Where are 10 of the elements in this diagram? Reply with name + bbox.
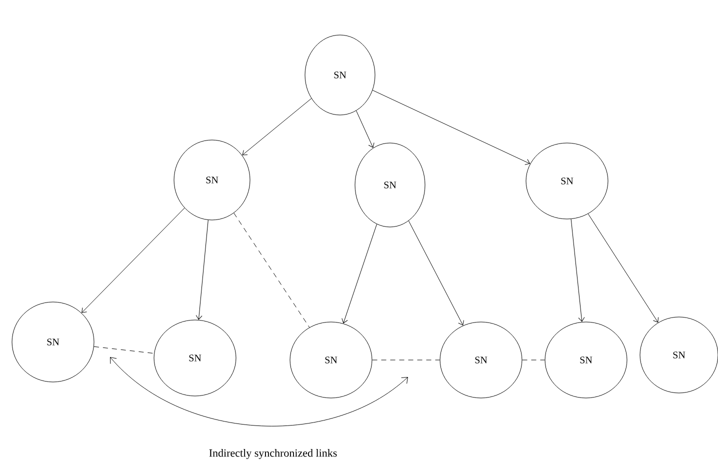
arrow: [196, 220, 208, 320]
arrow: [82, 208, 185, 313]
caption-text: Indirectly synchronized links: [209, 449, 337, 459]
arrow: [356, 110, 374, 148]
arrow: [342, 224, 378, 324]
arrow: [588, 214, 659, 322]
arrow: [408, 220, 464, 326]
arrow: [242, 98, 312, 156]
arrow: [570, 218, 585, 322]
arrow: [372, 90, 530, 165]
